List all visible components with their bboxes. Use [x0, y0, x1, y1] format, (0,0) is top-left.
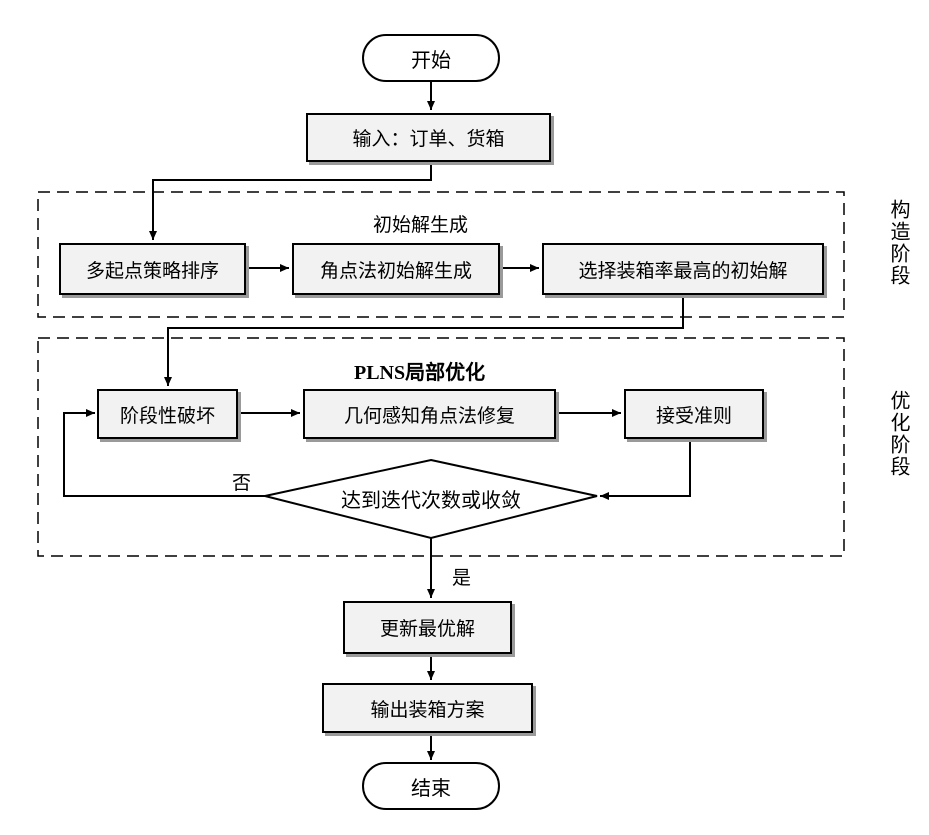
output-packing-plan-box: 输出装箱方案 — [322, 683, 533, 733]
yes-edge-label: 是 — [452, 563, 471, 590]
construction-group-title: 初始解生成 — [373, 210, 468, 237]
optimization-stage-label: 优化阶段 — [885, 390, 913, 478]
construction-stage-label: 构造阶段 — [885, 199, 913, 287]
input-box: 输入：订单、货箱 — [306, 113, 551, 162]
optimization-group-title: PLNS局部优化 — [354, 356, 485, 385]
acceptance-criterion-box: 接受准则 — [624, 389, 764, 439]
end-terminal: 结束 — [362, 762, 500, 810]
no-edge-label: 否 — [232, 468, 251, 495]
staged-destroy-box: 阶段性破坏 — [97, 389, 238, 439]
multi-start-sort-box: 多起点策略排序 — [59, 243, 246, 295]
arrow-accept-to-decision — [600, 440, 690, 496]
select-best-initial-box: 选择装箱率最高的初始解 — [542, 243, 824, 295]
corner-point-init-box: 角点法初始解生成 — [292, 243, 500, 295]
update-best-solution-box: 更新最优解 — [343, 601, 512, 654]
start-terminal: 开始 — [362, 34, 500, 82]
geometry-aware-repair-box: 几何感知角点法修复 — [303, 389, 556, 439]
decision-label: 达到迭代次数或收敛 — [331, 484, 531, 513]
